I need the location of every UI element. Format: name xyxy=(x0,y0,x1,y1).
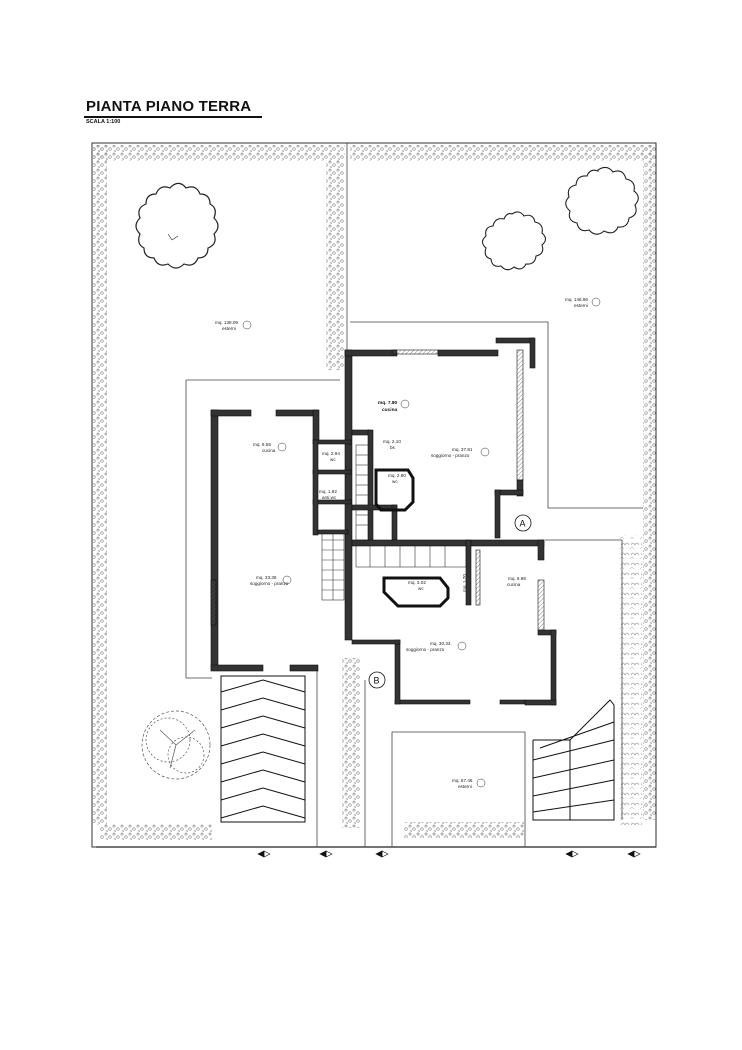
room-name: wc xyxy=(330,457,336,462)
shrub-cluster xyxy=(141,710,211,780)
lot-lines xyxy=(185,143,643,847)
room-area: mq. 146.86 xyxy=(565,297,588,302)
room-area: mq. 7.80 xyxy=(378,400,398,406)
room-name: cucina xyxy=(262,448,276,453)
room-label-living-a: mq. 37.81 soggiorno - pranzo xyxy=(431,447,490,458)
room-label-garden-right: mq. 146.86 esterni xyxy=(565,297,601,308)
room-area: mq. 138.09 xyxy=(215,320,238,325)
room-area: mq. 2.80 xyxy=(388,473,406,478)
section-marker-b-label: B xyxy=(374,676,380,686)
room-label-wc-l2: mq. 1.92 anti.wc xyxy=(319,489,337,500)
room-label-garden-left: mq. 138.09 esterni xyxy=(215,320,252,331)
room-name: esterni xyxy=(574,303,588,308)
room-name: wc xyxy=(418,586,424,591)
room-area: mq. 3.02 xyxy=(408,580,426,585)
room-name: esterni xyxy=(458,784,472,789)
building-b-wc xyxy=(382,576,450,608)
room-name: bs xyxy=(390,445,396,450)
perimeter-hedge xyxy=(93,145,656,840)
building-l-walls xyxy=(210,409,352,672)
room-area: mq. 2.94 xyxy=(322,451,340,456)
room-name: cucina xyxy=(507,582,521,587)
room-area: mq. 1.92 xyxy=(319,489,337,494)
room-label-wc-a1: mq. 2.10 bs xyxy=(383,439,401,450)
title-underline xyxy=(84,116,262,118)
room-label-kitchen-l: mq. 9.58 cucina xyxy=(253,442,287,453)
site-boundary xyxy=(91,142,657,848)
parking-ramp-right xyxy=(532,699,615,821)
parking-ramp-left xyxy=(220,675,306,823)
tree-right-large xyxy=(565,166,639,235)
drawing-scale: SCALA 1:100 xyxy=(86,119,121,125)
tree-left xyxy=(135,182,219,269)
room-area: mq. 6.98 xyxy=(508,576,526,581)
room-label-garden-bottom: mq. 67.46 esterni xyxy=(452,778,486,789)
room-name: soggiorno - pranzo xyxy=(406,647,445,652)
room-area: mq. 37.81 xyxy=(452,447,473,452)
room-area: mq. 67.46 xyxy=(452,778,473,783)
room-label-living-b: mq. 30.33 soggiorno - pranzo xyxy=(406,641,467,652)
section-marker-a-label: A xyxy=(520,519,526,529)
room-label-wc-a2: mq. 2.80 wc xyxy=(388,473,406,484)
room-area: mq. 2.10 xyxy=(383,439,401,444)
tree-right-small xyxy=(481,211,547,271)
room-name: esterni xyxy=(222,326,236,331)
room-area: mq. 33.36 xyxy=(256,575,277,580)
room-area: mq. 1.70 xyxy=(462,574,467,592)
room-label-wc-l1: mq. 2.94 wc xyxy=(322,451,340,462)
room-area: mq. 9.58 xyxy=(253,442,271,447)
room-label-hall-b: mq. 1.70 xyxy=(462,574,467,592)
access-arrows xyxy=(257,850,641,858)
room-name: soggiorno - pranzo xyxy=(250,581,289,586)
room-name: cucina xyxy=(382,407,398,413)
stairs-left xyxy=(321,529,345,601)
room-name: anti.wc xyxy=(322,495,337,500)
section-marker-a: A xyxy=(514,514,532,532)
section-marker-b: B xyxy=(368,671,386,689)
room-name: wc xyxy=(392,479,398,484)
room-area: mq. 30.33 xyxy=(430,641,451,646)
room-label-kitchen-b: mq. 6.98 cucina xyxy=(507,576,526,587)
building-a-walls xyxy=(344,337,536,641)
building-b-walls xyxy=(351,539,557,706)
building-a-wc xyxy=(374,468,415,512)
room-name: soggiorno - pranzo xyxy=(431,453,470,458)
room-label-living-l: mq. 33.36 soggiorno - pranzo xyxy=(250,575,292,586)
room-label-wc-b: mq. 3.02 wc xyxy=(408,580,426,591)
drawing-title: PIANTA PIANO TERRA xyxy=(86,98,252,115)
room-label-kitchen-a: mq. 7.80 cucina xyxy=(378,399,410,413)
